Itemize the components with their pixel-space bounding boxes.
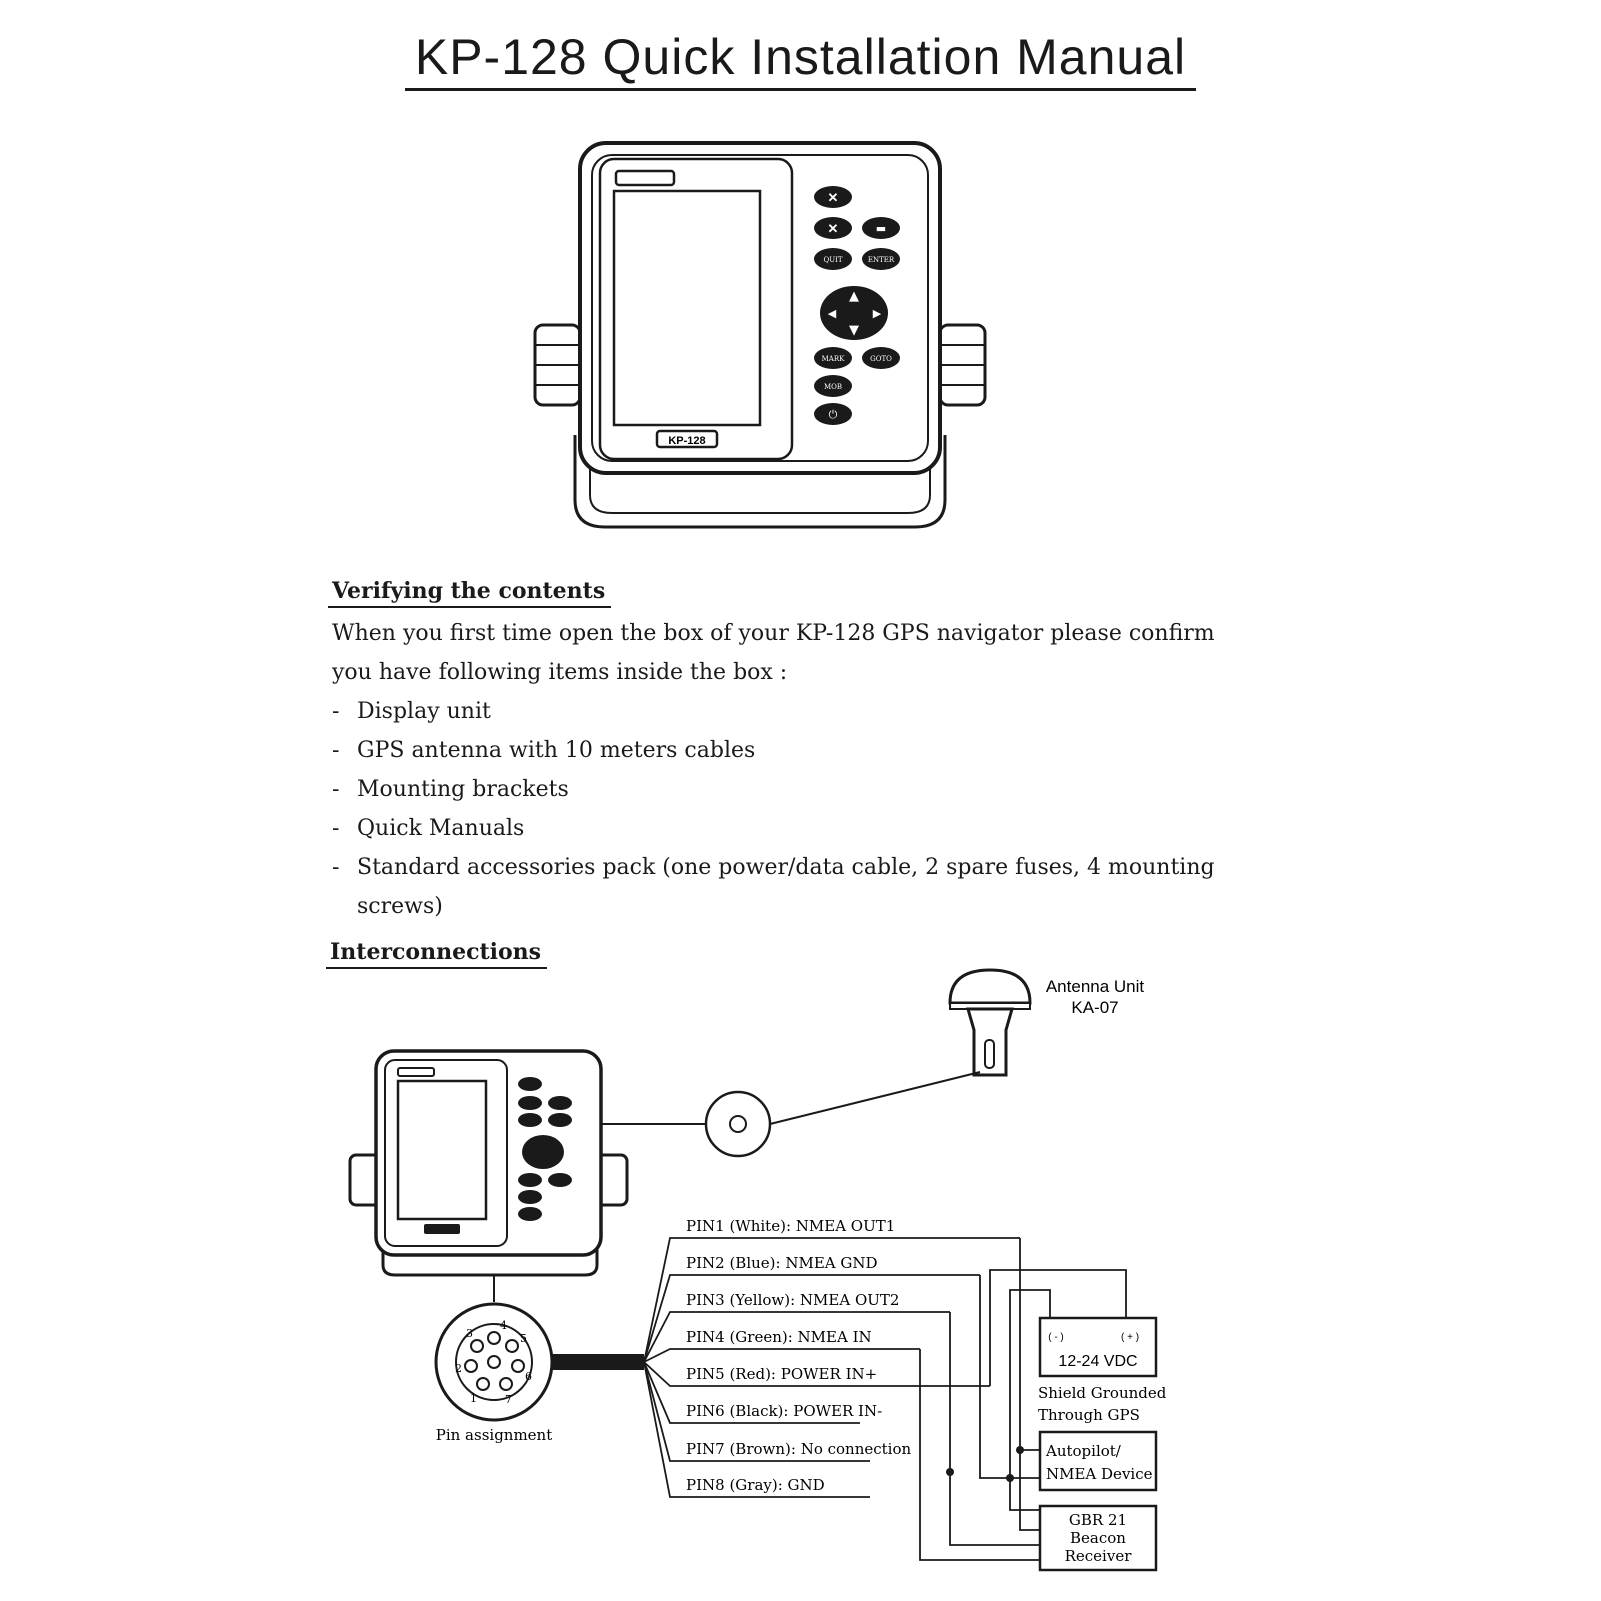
goto-key-label: GOTO bbox=[870, 355, 892, 363]
list-item: Standard accessories pack (one power/dat… bbox=[332, 848, 1252, 926]
shield-note: Through GPS bbox=[1038, 1406, 1140, 1424]
arrow-down-icon: ▼ bbox=[849, 323, 859, 338]
goto-key bbox=[862, 347, 900, 369]
mob-key-label: MOB bbox=[824, 383, 842, 391]
enter-key-label: ENTER bbox=[868, 256, 895, 264]
mark-key-label: MARK bbox=[822, 355, 845, 363]
zoom-in-icon: ✕ bbox=[828, 191, 839, 206]
device-model-label: KP-128 bbox=[668, 435, 705, 447]
right-mounting-knob bbox=[938, 323, 987, 407]
connector-number: 7 bbox=[505, 1393, 512, 1406]
connector-number: 2 bbox=[455, 1362, 462, 1375]
arrow-up-icon: ▲ bbox=[849, 289, 859, 304]
pin-label: PIN3 (Yellow): NMEA OUT2 bbox=[686, 1291, 899, 1309]
menu-key bbox=[862, 217, 900, 239]
zoom-out-icon: ✕ bbox=[828, 222, 839, 237]
power-minus-label: ( - ) bbox=[1048, 1332, 1064, 1343]
shield-note: Shield Grounded bbox=[1038, 1384, 1167, 1402]
arrow-left-icon: ◀ bbox=[828, 307, 837, 320]
pin-label: PIN8 (Gray): GND bbox=[686, 1476, 825, 1494]
keypad bbox=[814, 186, 900, 425]
autopilot-box: Autopilot/ NMEA Device bbox=[1038, 1430, 1158, 1492]
pin-label: PIN4 (Green): NMEA IN bbox=[686, 1328, 872, 1346]
connector-number: 1 bbox=[470, 1392, 477, 1405]
pin-label: PIN5 (Red): POWER IN+ bbox=[686, 1365, 877, 1383]
list-item: Quick Manuals bbox=[332, 809, 1252, 848]
contents-list: Display unit GPS antenna with 10 meters … bbox=[332, 692, 1252, 926]
zoom-out-key bbox=[814, 217, 852, 239]
direction-pad bbox=[820, 286, 888, 340]
left-mounting-knob bbox=[533, 323, 582, 407]
pin-label: PIN6 (Black): POWER IN- bbox=[686, 1402, 882, 1420]
pin-assignment-label: Pin assignment bbox=[436, 1426, 553, 1444]
verifying-intro: When you first time open the box of your… bbox=[332, 621, 1215, 685]
beacon-label: GBR 21 bbox=[1069, 1511, 1127, 1529]
pin-labels: PIN1 (White): NMEA OUT1 PIN2 (Blue): NME… bbox=[686, 1217, 912, 1494]
power-plus-label: ( + ) bbox=[1121, 1332, 1139, 1343]
pin-label: PIN2 (Blue): NMEA GND bbox=[686, 1254, 878, 1272]
connector-number: 4 bbox=[500, 1319, 507, 1332]
beacon-receiver-box: GBR 21 Beacon Receiver bbox=[1038, 1504, 1158, 1572]
list-item: Mounting brackets bbox=[332, 770, 1252, 809]
autopilot-label: Autopilot/ bbox=[1045, 1442, 1122, 1460]
mark-key bbox=[814, 347, 852, 369]
interconnection-diagram: Antenna Unit KA-07 bbox=[348, 968, 1167, 1572]
antenna-unit bbox=[948, 968, 1032, 1077]
verifying-heading: Verifying the contents bbox=[328, 578, 612, 608]
connector-number: 5 bbox=[520, 1332, 527, 1345]
enter-key bbox=[862, 248, 900, 270]
arrow-right-icon: ▶ bbox=[873, 307, 882, 320]
autopilot-label: NMEA Device bbox=[1046, 1465, 1153, 1483]
connector-number: 3 bbox=[466, 1327, 473, 1340]
power-key bbox=[814, 403, 852, 425]
antenna-label: Antenna Unit bbox=[1046, 977, 1145, 996]
list-item: GPS antenna with 10 meters cables bbox=[332, 731, 1252, 770]
power-supply-box: ( - ) ( + ) 12-24 VDC bbox=[1038, 1316, 1158, 1378]
pin-label: PIN1 (White): NMEA OUT1 bbox=[686, 1217, 895, 1235]
mounting-bracket bbox=[573, 435, 947, 529]
pin-label: PIN7 (Brown): No connection bbox=[686, 1440, 912, 1458]
connector-number: 6 bbox=[525, 1370, 532, 1383]
verifying-section: When you first time open the box of your… bbox=[332, 614, 1252, 926]
power-icon: ⏻ bbox=[829, 408, 838, 421]
interconnections-heading: Interconnections bbox=[326, 939, 548, 969]
antenna-model: KA-07 bbox=[1071, 998, 1118, 1017]
display-unit-small bbox=[348, 1049, 629, 1277]
page-title: KP-128 Quick Installation Manual bbox=[0, 28, 1601, 91]
quit-key bbox=[814, 248, 852, 270]
quit-key-label: QUIT bbox=[823, 256, 842, 264]
mob-key bbox=[814, 375, 852, 397]
power-voltage-label: 12-24 VDC bbox=[1058, 1353, 1137, 1370]
beacon-label: Beacon bbox=[1070, 1529, 1126, 1547]
device-illustration: KP-128 ✕ ✕ ▬ QUIT ENTER ▲ ▼ ◀ ▶ MARK GOT… bbox=[533, 141, 987, 529]
pin-connector: 1 2 3 4 5 6 7 bbox=[434, 1302, 554, 1422]
display-screen bbox=[612, 189, 762, 427]
zoom-in-key bbox=[814, 186, 852, 208]
list-item: Display unit bbox=[332, 692, 1252, 731]
beacon-label: Receiver bbox=[1065, 1547, 1133, 1565]
menu-icon: ▬ bbox=[876, 222, 886, 235]
